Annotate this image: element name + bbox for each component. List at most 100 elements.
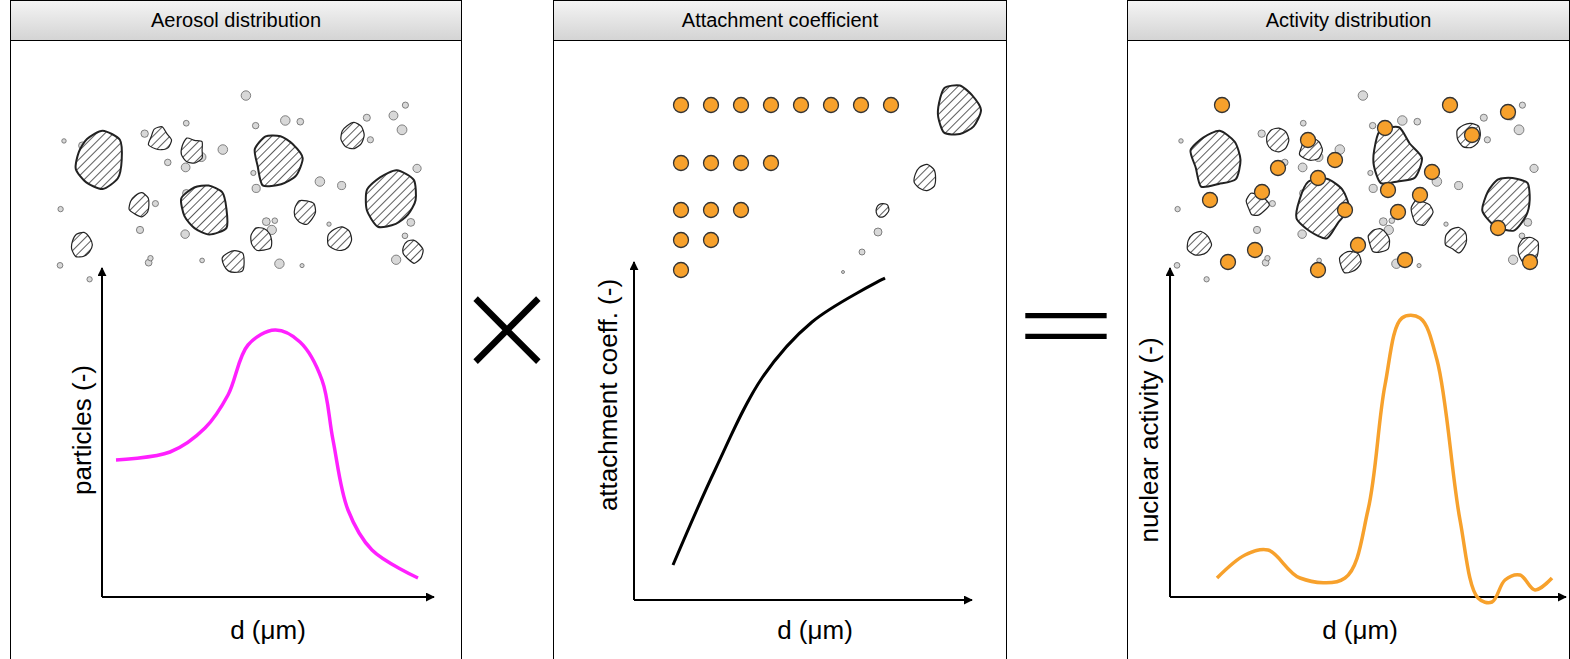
small-particle: [402, 102, 408, 108]
small-particle: [300, 264, 304, 268]
axis-label: attachment coeff. (-): [595, 279, 621, 511]
aerosol-particle: [251, 228, 272, 251]
small-particle: [407, 218, 415, 226]
aerosol-particle: [403, 240, 423, 263]
small-particle: [251, 170, 256, 175]
radionuclide: [764, 98, 779, 113]
small-particle: [262, 218, 270, 226]
aerosol-particle: [294, 200, 315, 224]
small-particle: [859, 249, 865, 255]
small-particle: [1398, 116, 1408, 126]
small-particle: [363, 114, 370, 121]
small-particle: [1300, 120, 1306, 126]
aerosol-particle: [1340, 252, 1362, 273]
aerosol-particle: [938, 85, 981, 134]
radionuclide: [1328, 153, 1343, 168]
small-particle: [62, 139, 66, 143]
radionuclide: [1501, 105, 1516, 120]
radionuclide: [1351, 238, 1366, 253]
radionuclide: [1203, 193, 1218, 208]
small-particle: [181, 230, 190, 239]
radionuclide: [854, 98, 869, 113]
radionuclide: [704, 233, 719, 248]
radionuclide: [674, 98, 689, 113]
axis-label: d (μm): [777, 617, 853, 643]
small-particle: [58, 206, 63, 211]
attachment-sketch: [674, 85, 982, 277]
radionuclide: [734, 156, 749, 171]
small-particle: [1179, 139, 1183, 143]
aerosol-particle: [1190, 131, 1240, 187]
small-particle: [327, 222, 331, 226]
radionuclide: [734, 203, 749, 218]
small-particle: [1369, 184, 1377, 192]
radionuclide: [1271, 161, 1286, 176]
aerosol-particle: [222, 251, 244, 273]
operator-symbol: ×: [453, 261, 562, 391]
small-particle: [1524, 218, 1532, 226]
small-particle: [1414, 118, 1421, 125]
small-particle: [136, 226, 143, 233]
activity-curve: [1217, 315, 1552, 602]
small-particle: [183, 120, 189, 126]
panel-heading: Aerosol distribution: [11, 1, 461, 41]
radionuclide: [1381, 183, 1396, 198]
aerosol-particle: [255, 135, 303, 186]
aerosol-particle: [181, 138, 202, 163]
radionuclide: [1301, 133, 1316, 148]
small-particle: [1368, 170, 1373, 175]
radionuclide: [764, 156, 779, 171]
small-particle: [87, 277, 92, 282]
radionuclide: [704, 156, 719, 171]
small-particle: [241, 91, 250, 100]
radionuclide: [1248, 243, 1263, 258]
radionuclide: [1443, 98, 1458, 113]
aerosol-particle: [148, 127, 171, 150]
small-particle: [57, 262, 63, 268]
radionuclide: [1491, 221, 1506, 236]
radionuclide: [1413, 188, 1428, 203]
small-particle: [1265, 255, 1270, 260]
small-particle: [1269, 201, 1275, 207]
radionuclide: [884, 98, 899, 113]
aerosol-particle: [876, 204, 889, 217]
small-particle: [413, 164, 421, 172]
small-particle: [1530, 164, 1538, 172]
radionuclide: [1523, 255, 1538, 270]
small-particle: [1444, 222, 1448, 226]
x-axis: [634, 599, 972, 601]
y-axis: [101, 268, 103, 597]
small-particle: [152, 201, 158, 207]
small-particle: [389, 111, 398, 120]
axis-label: d (μm): [1322, 617, 1398, 643]
small-particle: [200, 258, 205, 263]
small-particle: [842, 271, 845, 274]
aerosol-particle: [328, 227, 352, 251]
small-particle: [275, 259, 284, 268]
aerosol-particle: [341, 122, 364, 148]
radionuclide: [1378, 121, 1393, 136]
small-particle: [164, 159, 171, 166]
small-particle: [1508, 255, 1517, 264]
small-particle: [297, 118, 304, 125]
small-particle: [1258, 130, 1265, 137]
aerosol-particle: [1411, 200, 1433, 225]
small-particle: [391, 255, 400, 264]
axis-label: nuclear activity (-): [1136, 337, 1162, 542]
aerosol-particle: [1482, 178, 1529, 231]
radionuclide: [1391, 205, 1406, 220]
aerosol-particle: [366, 170, 416, 227]
small-particle: [1480, 114, 1487, 121]
radionuclide: [1215, 98, 1230, 113]
panel: Attachment coefficient: [553, 0, 1007, 659]
small-particle: [141, 130, 148, 137]
small-particle: [1519, 102, 1525, 108]
small-particle: [1298, 230, 1307, 239]
radionuclide: [674, 156, 689, 171]
radionuclide: [674, 263, 689, 278]
small-particle: [1174, 262, 1180, 268]
radionuclide: [674, 203, 689, 218]
aerosol-particle: [1457, 123, 1481, 147]
small-particle: [1417, 264, 1421, 268]
aerosol-cloud: [57, 91, 423, 282]
